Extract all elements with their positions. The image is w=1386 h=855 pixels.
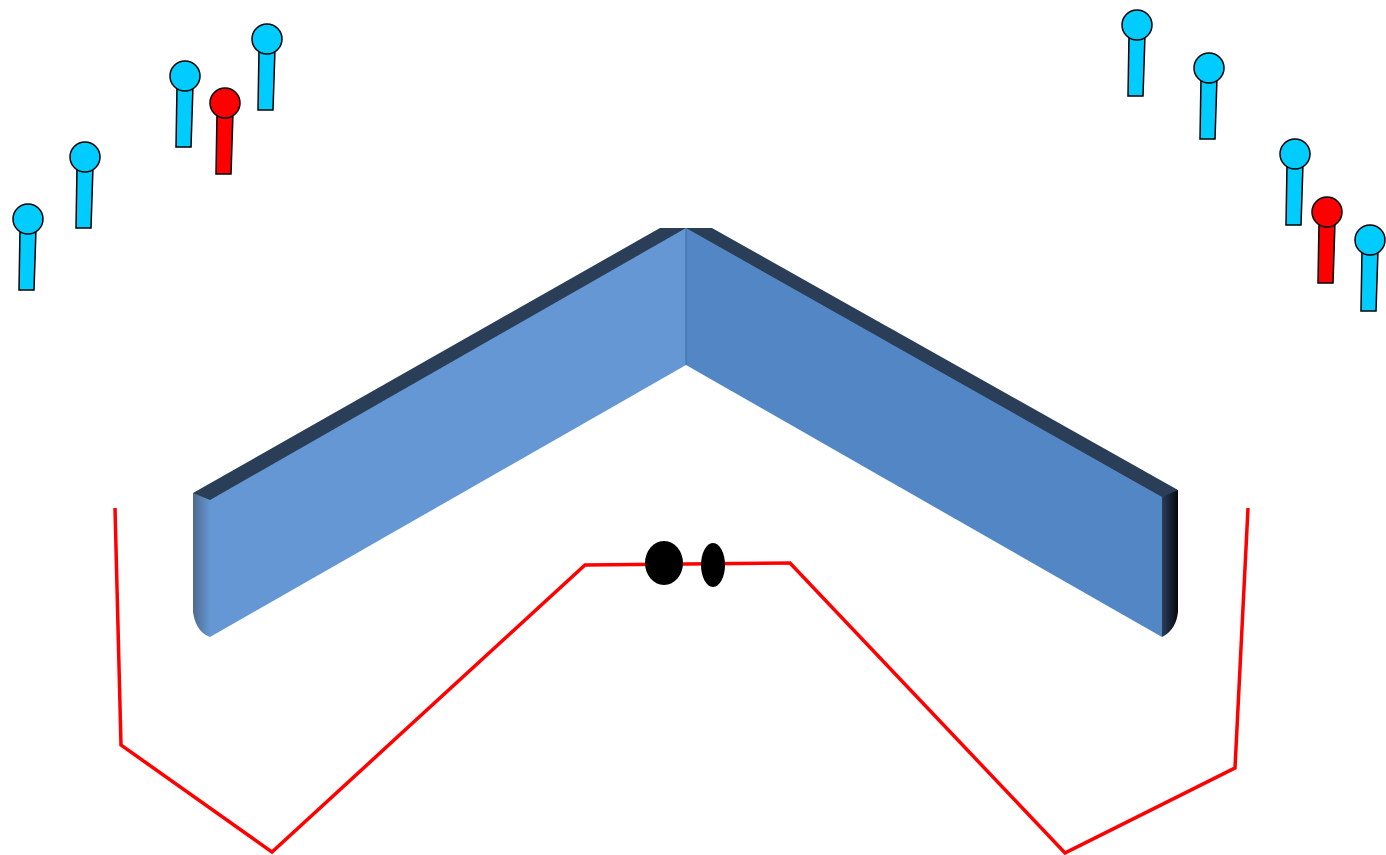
chevron-wall bbox=[193, 228, 1178, 637]
figure-head bbox=[1280, 139, 1310, 169]
dot-large bbox=[645, 541, 683, 585]
figure-body bbox=[1286, 164, 1303, 225]
figure-head bbox=[70, 142, 100, 172]
wall-right-end-cap bbox=[1162, 490, 1178, 637]
figure-body bbox=[176, 86, 193, 147]
figure-body bbox=[216, 113, 233, 174]
figure-head bbox=[13, 204, 43, 234]
figure-head bbox=[1122, 10, 1152, 40]
figure-cyan-icon bbox=[1194, 53, 1224, 139]
figure-body bbox=[1318, 222, 1335, 283]
figure-head bbox=[1355, 225, 1385, 255]
figure-red-icon bbox=[1312, 197, 1342, 283]
figure-body bbox=[76, 167, 93, 228]
figure-cyan-icon bbox=[1280, 139, 1310, 225]
wall-left-face bbox=[210, 228, 686, 637]
figure-head bbox=[1194, 53, 1224, 83]
wall-left-end-cap bbox=[193, 493, 210, 637]
figure-cyan-icon bbox=[1122, 10, 1152, 96]
figure-body bbox=[19, 229, 36, 290]
figure-red-icon bbox=[210, 88, 240, 174]
figure-head bbox=[170, 61, 200, 91]
figure-head bbox=[1312, 197, 1342, 227]
figure-cyan-icon bbox=[252, 24, 282, 110]
figure-cyan-icon bbox=[70, 142, 100, 228]
figure-head bbox=[210, 88, 240, 118]
figure-cyan-icon bbox=[1355, 225, 1385, 311]
figure-body bbox=[1361, 250, 1378, 311]
figure-cyan-icon bbox=[13, 204, 43, 290]
figure-body bbox=[258, 49, 275, 110]
figure-cyan-icon bbox=[170, 61, 200, 147]
figure-head bbox=[252, 24, 282, 54]
figure-body bbox=[1200, 78, 1217, 139]
wall-right-face bbox=[686, 228, 1162, 637]
figure-body bbox=[1128, 35, 1145, 96]
dot-small bbox=[701, 543, 725, 587]
